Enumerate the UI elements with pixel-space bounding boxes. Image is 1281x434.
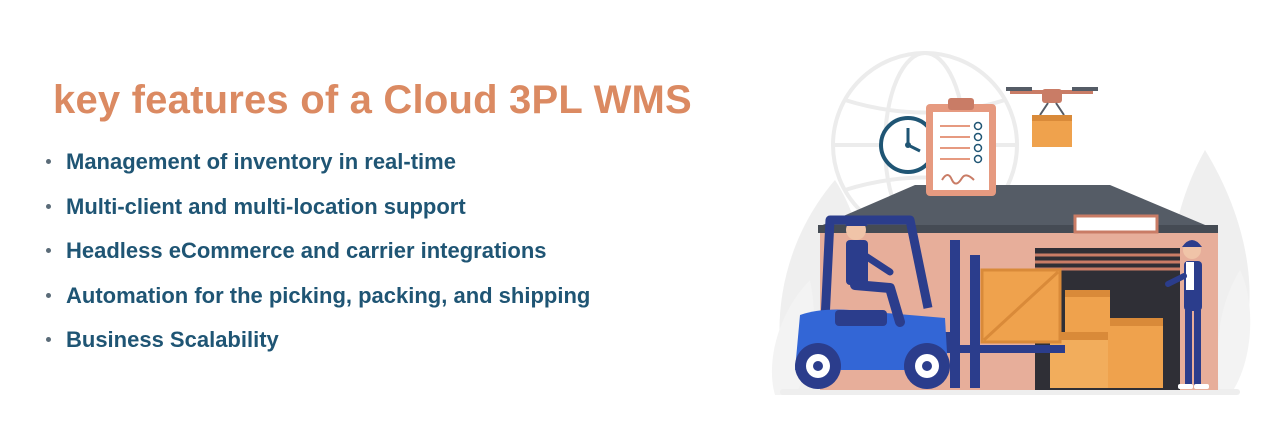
bullet-icon (46, 292, 51, 298)
feature-list: Management of inventory in real-time Mul… (46, 140, 590, 363)
bullet-icon (46, 203, 51, 209)
bullet-icon (46, 337, 51, 342)
ground-line (780, 389, 1240, 395)
worker-icon (845, 219, 905, 327)
feature-label: Multi-client and multi-location support (66, 193, 466, 219)
feature-item: Multi-client and multi-location support (46, 185, 590, 230)
clipboard-icon (926, 98, 996, 196)
bullet-icon (46, 159, 51, 164)
boxes-icon (980, 268, 1163, 388)
worker-icon (1165, 240, 1209, 389)
drone-icon (1006, 87, 1098, 147)
feature-label: Automation for the picking, packing, and… (66, 282, 591, 308)
feature-label: Business Scalability (66, 327, 279, 352)
feature-item: Management of inventory in real-time (46, 140, 590, 185)
forklift-icon (795, 215, 1065, 389)
feature-item: Business Scalability (46, 318, 590, 363)
feature-label: Headless eCommerce and carrier integrati… (66, 238, 547, 263)
feature-item: Automation for the picking, packing, and… (46, 274, 590, 319)
feature-label: Management of inventory in real-time (66, 149, 456, 174)
page-title: key features of a Cloud 3PL WMS (53, 78, 692, 122)
bullet-icon (46, 248, 51, 253)
warehouse-illustration (771, 51, 1251, 395)
feature-item: Headless eCommerce and carrier integrati… (46, 229, 590, 274)
